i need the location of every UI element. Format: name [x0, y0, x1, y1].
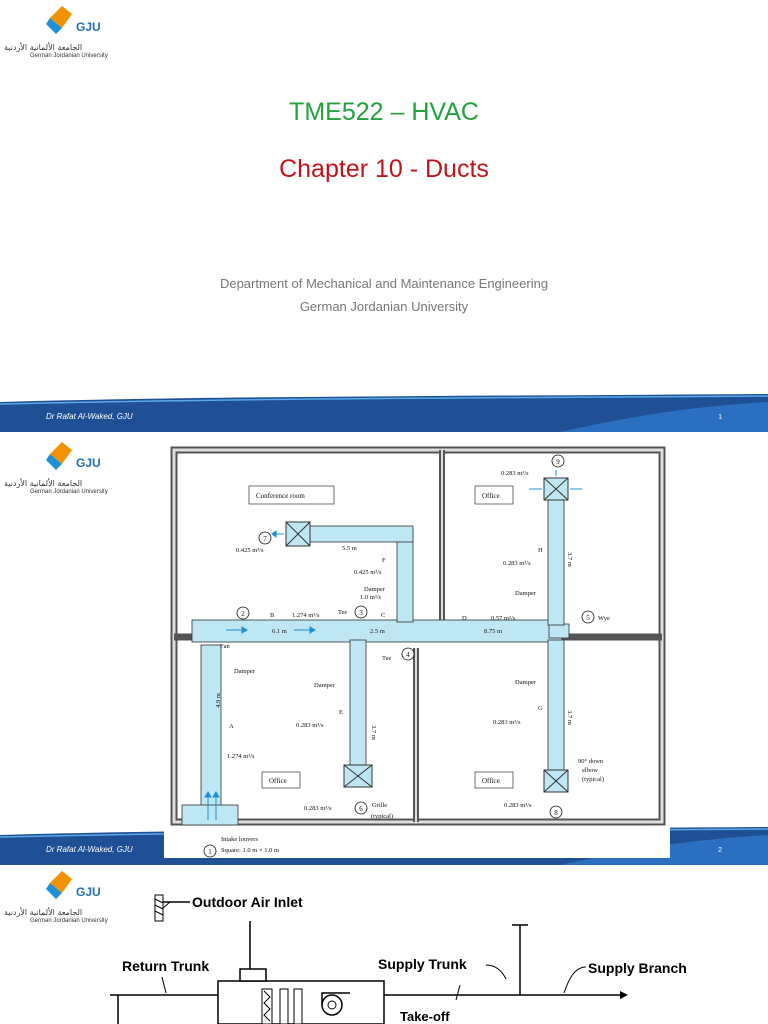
label-grille: Grille	[372, 802, 387, 809]
label-sec-c: C	[381, 612, 385, 619]
room-office-bl: Office	[269, 777, 287, 785]
label-len-b: 6.1 m	[272, 628, 287, 635]
label-wye: Wye	[598, 615, 610, 622]
chapter-title: Chapter 10 - Ducts	[279, 155, 489, 183]
label-len-g: 3.7 m	[566, 710, 573, 725]
logo-english: German Jordanian University	[30, 489, 108, 495]
label-sec-h: H	[538, 547, 543, 554]
label-q-f: 0.425 m³/s	[354, 569, 382, 576]
gju-logo-icon: GJU	[46, 6, 101, 34]
node-4: 4	[406, 651, 410, 659]
gju-logo: GJU الجامعة الألمانية الأردنية German Jo…	[4, 4, 114, 64]
logo-brand: GJU	[76, 456, 101, 470]
logo-brand: GJU	[76, 885, 101, 899]
duct-layout-figure: 1 2 3 4 5 6 7 8 9 Conference room Office…	[164, 440, 670, 858]
room-conference: Conference room	[256, 492, 305, 500]
label-branch: Supply Branch	[588, 960, 687, 976]
label-damper-f: Damper	[364, 586, 386, 593]
label-damper-e: Damper	[314, 682, 336, 689]
label-elbow-2: elbow	[582, 767, 598, 774]
label-len-h: 3.7 m	[566, 552, 573, 567]
label-sec-a: A	[229, 723, 234, 730]
node-8: 8	[554, 809, 558, 817]
node-5: 5	[586, 614, 590, 622]
logo-arabic: الجامعة الألمانية الأردنية	[4, 479, 83, 488]
duct-network	[181, 484, 570, 826]
label-damper-a: Damper	[234, 668, 256, 675]
node-3: 3	[359, 609, 363, 617]
logo-arabic: الجامعة الألمانية الأردنية	[4, 908, 83, 917]
logo-arabic: الجامعة الألمانية الأردنية	[4, 43, 83, 52]
node-1: 1	[208, 848, 212, 856]
gju-logo-icon: GJU	[46, 442, 101, 470]
airflow-arrows	[204, 470, 582, 820]
label-q9: 0.283 m³/s	[501, 470, 529, 477]
label-tee4: Tee	[382, 655, 391, 662]
label-supply: Supply Trunk	[378, 956, 467, 972]
label-q-g: 0.283 m³/s	[493, 719, 521, 726]
label-q-b: 1.274 m³/s	[292, 612, 320, 619]
label-tee3: Tee	[338, 609, 347, 616]
page-number: 1	[718, 414, 722, 421]
node-9: 9	[556, 458, 560, 466]
node-7: 7	[263, 535, 267, 543]
logo-english: German Jordanian University	[30, 918, 108, 924]
label-intake-2: Square: 1.0 m × 1.0 m	[221, 847, 279, 854]
label-takeoff: Take-off	[400, 1009, 450, 1024]
air-handling-diagram: Outdoor Air Inlet Return Trunk Supply Tr…	[110, 894, 687, 1024]
label-damper-g: Damper	[515, 679, 537, 686]
node-2: 2	[241, 610, 245, 618]
label-q-h: 0.283 m³/s	[503, 560, 531, 567]
label-q-d: 0.57 m³/s	[491, 615, 516, 622]
dept-line-2: German Jordanian University	[299, 299, 469, 314]
slide-1: GJU الجامعة الألمانية الأردنية German Jo…	[0, 0, 768, 432]
page-number: 2	[718, 847, 722, 854]
node-6: 6	[359, 805, 363, 813]
gju-logo: GJU الجامعة الألمانية الأردنية German Jo…	[4, 440, 114, 500]
grille-icons	[285, 477, 569, 793]
slide-2: GJU الجامعة الألمانية الأردنية German Jo…	[0, 432, 768, 865]
label-intake-1: Intake louvers	[221, 836, 258, 843]
label-sec-d: D	[462, 615, 467, 622]
label-sec-g: G	[538, 705, 543, 712]
room-office-tr: Office	[482, 492, 500, 500]
label-sec-b: B	[270, 612, 275, 619]
node-markers	[203, 454, 595, 858]
label-q6: 0.283 m³/s	[304, 805, 332, 812]
label-len-d: 8.75 m	[484, 628, 502, 635]
dept-line-1: Department of Mechanical and Maintenance…	[219, 276, 549, 291]
label-q-e: 0.283 m³/s	[296, 722, 324, 729]
label-len-a: 4.9 m	[215, 693, 222, 708]
label-sec-e: E	[339, 709, 343, 716]
label-q8: 0.283 m³/s	[504, 802, 532, 809]
label-sec-f: F	[382, 557, 386, 564]
gju-logo: GJU الجامعة الألمانية الأردنية German Jo…	[4, 869, 114, 929]
label-elbow-3: (typical)	[582, 776, 604, 783]
course-title: TME522 – HVAC	[289, 98, 479, 126]
label-len-e: 3.7 m	[370, 725, 377, 740]
logo-brand: GJU	[76, 20, 101, 34]
label-len-f: 5.5 m	[342, 545, 357, 552]
label-q-a: 1.274 m³/s	[227, 753, 255, 760]
label-outdoor: Outdoor Air Inlet	[192, 894, 303, 910]
room-office-br: Office	[482, 777, 500, 785]
label-damper-h: Damper	[515, 590, 537, 597]
label-fan: Fan	[220, 643, 231, 650]
slide-3: GJU الجامعة الألمانية الأردنية German Jo…	[0, 865, 768, 1024]
label-grille-2: (typical)	[371, 813, 393, 820]
department: Department of Mechanical and Maintenance…	[0, 272, 768, 318]
gju-logo-icon: GJU	[46, 871, 101, 899]
footer-author: Dr Rafat Al-Waked, GJU	[46, 412, 133, 421]
arrow-icon	[620, 991, 628, 999]
label-elbow-1: 90° down	[578, 758, 604, 765]
label-return: Return Trunk	[122, 958, 209, 974]
logo-english: German Jordanian University	[30, 53, 108, 59]
label-q7: 0.425 m³/s	[236, 547, 264, 554]
label-len-c: 2.5 m	[370, 628, 385, 635]
footer-band	[0, 394, 768, 432]
label-damper-f-q: 1.0 m³/s	[360, 594, 382, 601]
footer-author: Dr Rafat Al-Waked, GJU	[46, 845, 133, 854]
